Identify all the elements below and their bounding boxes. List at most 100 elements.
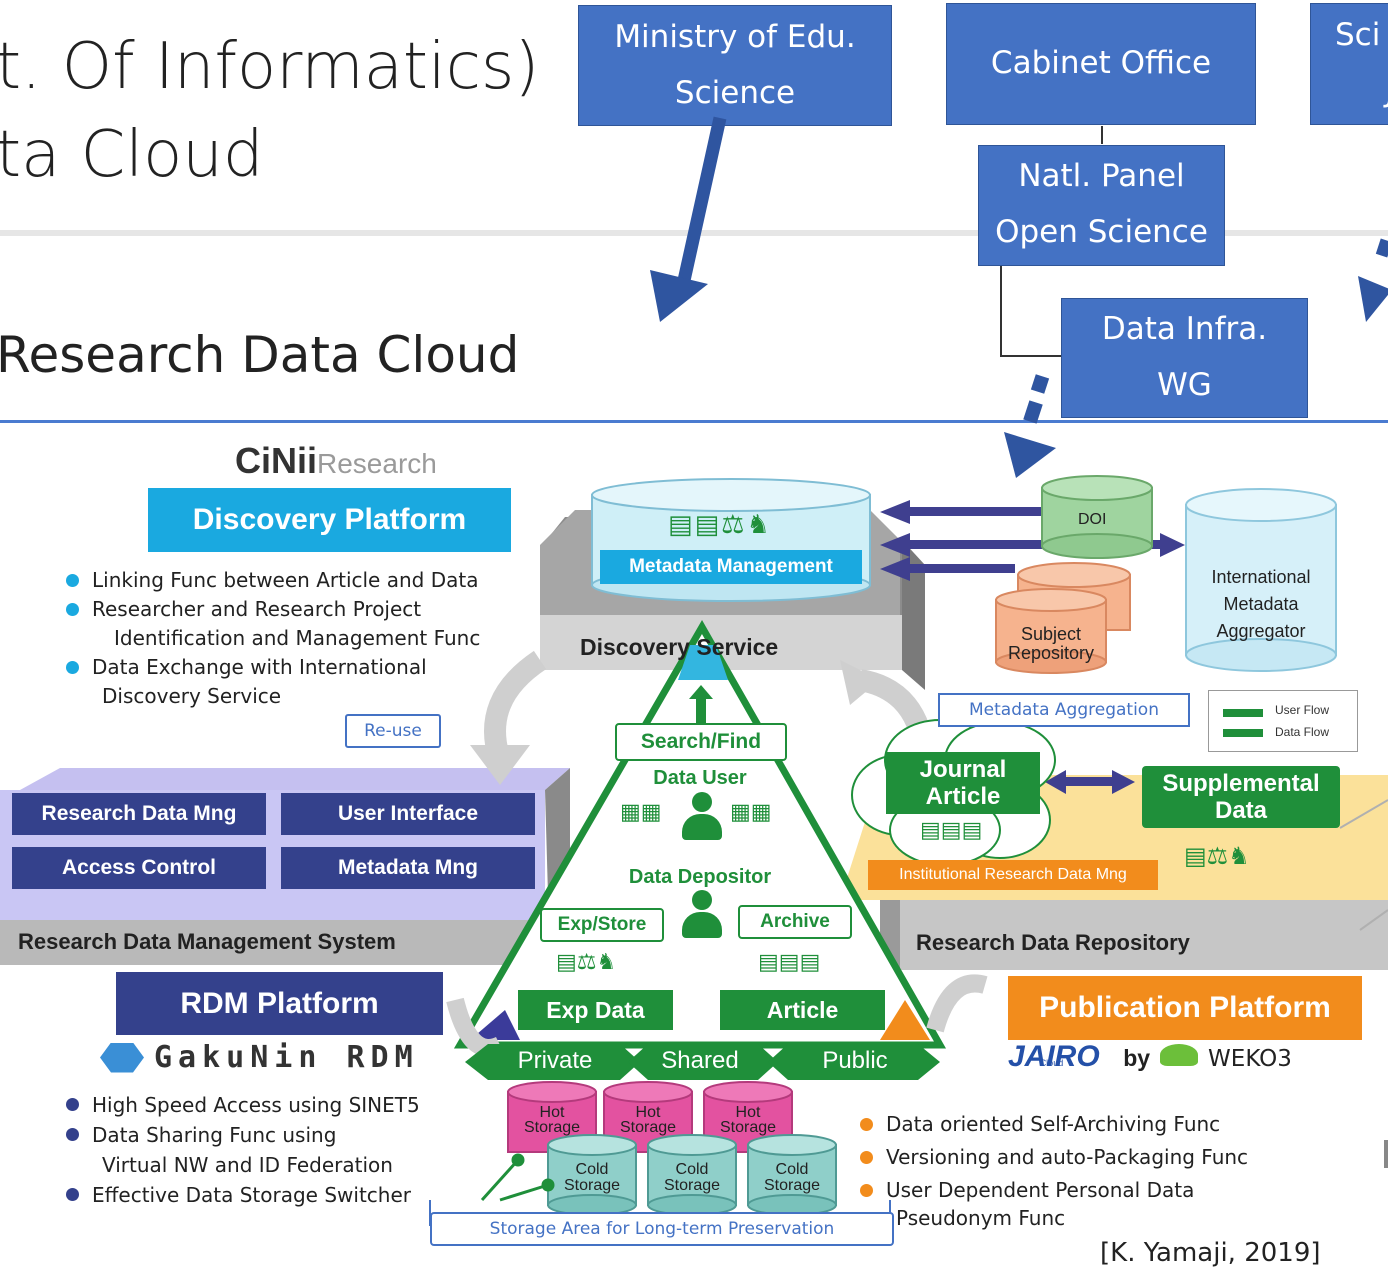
data-infra-line1: Data Infra. [1101, 311, 1268, 347]
science-line1: Sci [1335, 17, 1381, 53]
list-item: Data Sharing Func using [62, 1120, 420, 1150]
metadata-aggregation-callout: Metadata Aggregation [938, 693, 1190, 727]
data-depositor-icon [682, 890, 722, 940]
longterm-preservation-label: Storage Area for Long-term Preservation [430, 1212, 894, 1246]
research-data-repository-label: Research Data Repository [916, 930, 1190, 955]
metadata-mng-module: Metadata Mng [281, 847, 535, 889]
data-infra-box: Data Infra. WG [1061, 298, 1308, 418]
reuse-callout: Re-use [345, 714, 441, 748]
institutional-rdm-badge: Institutional Research Data Mng [868, 860, 1158, 890]
journal-icons: ▤▤▤ [920, 818, 983, 843]
article-label: Article [720, 990, 885, 1030]
repository-bullets: Data oriented Self-Archiving Func Versio… [856, 1108, 1248, 1229]
up-arrow-icon [689, 685, 713, 725]
user-interface-module: User Interface [281, 793, 535, 835]
list-item: Linking Func between Article and Data [62, 566, 480, 595]
data-user-side-icons: ▦▦ [620, 800, 662, 825]
access-control-module: Access Control [12, 847, 266, 889]
exp-store-icons: ▤⚖♞ [556, 950, 617, 975]
research-data-mng-module: Research Data Mng [12, 793, 266, 835]
natl-panel-box: Natl. Panel Open Science [978, 145, 1225, 266]
gakunin-logo-icon [100, 1042, 144, 1073]
shared-label: Shared [661, 1047, 739, 1074]
cabinet-box: Cabinet Office [946, 3, 1256, 125]
doi-label: DOI [1078, 511, 1107, 528]
intl-aggregator-label: International Metadata Aggregator [1186, 564, 1336, 645]
slide-subtitle: Research Data Cloud [0, 326, 520, 384]
archive-callout: Archive [738, 905, 852, 939]
natl-panel-line1: Natl. Panel [1018, 158, 1185, 194]
natl-panel-line2: Open Science [995, 214, 1208, 250]
discovery-platform-badge: Discovery Platform [148, 488, 511, 552]
rdm-platform-badge: RDM Platform [116, 972, 443, 1035]
gakunin-logo-text: GakuNin RDM [154, 1040, 419, 1075]
rdm-system-label: Research Data Management System [18, 929, 396, 954]
data-user-label: Data User [653, 767, 747, 789]
exp-store-callout: Exp/Store [540, 908, 664, 942]
user-flow-label: User Flow [1275, 703, 1330, 717]
list-item: Discovery Service [102, 684, 282, 708]
list-item: Data Exchange with International [62, 653, 480, 682]
archive-icons: ▤▤▤ [758, 950, 821, 975]
rdm-bullets: High Speed Access using SINET5 Data Shar… [62, 1090, 420, 1210]
slide-title-line1: t. Of Informatics) [0, 30, 540, 104]
discovery-bullets: Linking Func between Article and Data Re… [62, 566, 480, 711]
jairo-cloud-text: Cloud [1039, 1058, 1064, 1068]
search-find-callout: Search/Find [615, 723, 787, 761]
jairo-by-text: by [1123, 1045, 1151, 1071]
list-item: Data oriented Self-Archiving Func [856, 1108, 1248, 1141]
user-flow-icon [1223, 709, 1263, 717]
subtitle-rule [0, 420, 1388, 423]
discovery-icons: ▤▤⚖♞ [668, 510, 772, 540]
ministry-line1: Ministry of Edu. [614, 19, 856, 55]
slide-title-line2: ta Cloud [0, 118, 264, 192]
data-depositor-label: Data Depositor [628, 866, 772, 888]
flow-legend: User Flow Data Flow [1208, 690, 1358, 752]
list-item: High Speed Access using SINET5 [62, 1090, 420, 1120]
list-item: Pseudonym Func [896, 1206, 1066, 1230]
jairo-logo: JAIRO Cloud by WEKO3 [1008, 1040, 1292, 1074]
discovery-service-label: Discovery Service [580, 634, 779, 660]
public-label: Public [822, 1047, 888, 1074]
subject-line2: Repository [1007, 643, 1095, 663]
cinii-logo-sub: Research [317, 448, 437, 479]
data-user-side-icons-right: ▦▦ [730, 800, 772, 825]
intl-line2: Metadata [1223, 594, 1299, 614]
science-box-partial: Sci J [1310, 3, 1388, 125]
intl-line1: International [1211, 567, 1311, 587]
cinii-logo-main: CiNii [235, 440, 318, 481]
citation: [K. Yamaji, 2019] [1100, 1238, 1321, 1268]
subject-line1: Subject [1020, 624, 1082, 644]
weko-logo-text: WEKO3 [1208, 1046, 1292, 1072]
science-line2: J [1335, 63, 1388, 119]
subject-repository-label: Subject Repository [996, 625, 1106, 663]
private-label: Private [517, 1047, 593, 1074]
cinii-logo: CiNiiResearch [235, 440, 437, 482]
gakunin-logo: GakuNin RDM [100, 1040, 419, 1075]
cabinet-label: Cabinet Office [990, 45, 1212, 81]
metadata-management-badge: Metadata Management [600, 550, 862, 584]
list-item: Identification and Management Func [114, 626, 481, 650]
list-item: Researcher and Research Project [62, 595, 480, 624]
list-item: Versioning and auto-Packaging Func [856, 1141, 1248, 1174]
publication-platform-badge: Publication Platform [1008, 976, 1362, 1040]
intl-line3: Aggregator [1216, 621, 1306, 641]
jairo-logo-text: JAIRO [1008, 1040, 1100, 1073]
weko-logo-icon [1160, 1044, 1199, 1066]
list-item: Virtual NW and ID Federation [102, 1153, 393, 1177]
list-item: Effective Data Storage Switcher [62, 1180, 420, 1210]
ministry-box: Ministry of Edu. Science [578, 5, 892, 126]
data-flow-label: Data Flow [1275, 725, 1330, 739]
supplemental-icons: ▤⚖♞ [1184, 842, 1250, 870]
exp-data-label: Exp Data [518, 990, 673, 1030]
data-user-icon [682, 792, 722, 842]
org-connectors [650, 116, 1388, 478]
